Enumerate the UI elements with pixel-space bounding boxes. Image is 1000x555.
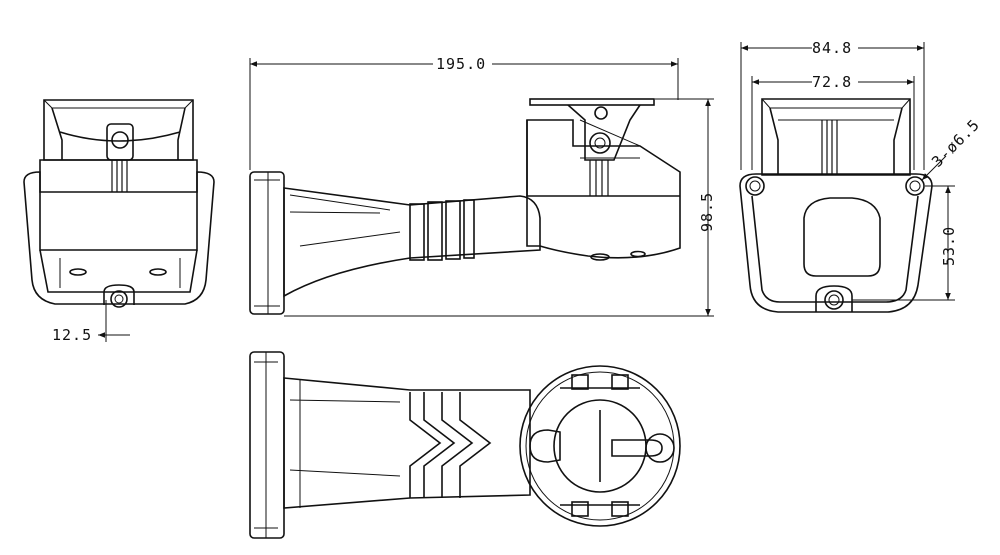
center-clamp bbox=[106, 123, 134, 161]
front-view: 12.5 bbox=[23, 99, 215, 344]
wall-plate bbox=[249, 171, 285, 315]
hole-spec-label: 3-ø6.5 bbox=[928, 116, 983, 171]
dim-inner-width: 72.8 bbox=[751, 73, 915, 170]
dim-hole-spec: 3-ø6.5 bbox=[921, 116, 983, 181]
top-view bbox=[249, 351, 681, 539]
round-housing bbox=[519, 365, 681, 527]
side-view: 195.0 bbox=[249, 55, 716, 317]
dim-outer-width: 84.8 bbox=[740, 39, 925, 170]
dim-overall-height: 98.5 bbox=[284, 98, 716, 317]
dim-hole-spacing: 53.0 bbox=[852, 185, 958, 301]
hole-spacing-label: 53.0 bbox=[940, 226, 958, 266]
dim-overall-length: 195.0 bbox=[249, 55, 679, 170]
arm-rings bbox=[409, 199, 475, 261]
camera-box bbox=[526, 119, 681, 261]
rear-view: 84.8 72.8 bbox=[739, 39, 983, 313]
overall-length-label: 195.0 bbox=[436, 55, 486, 73]
dim-edge-offset: 12.5 bbox=[52, 300, 130, 344]
front-mount-holes bbox=[69, 268, 167, 308]
rear-mount-holes bbox=[745, 176, 925, 312]
outer-width-label: 84.8 bbox=[812, 39, 852, 57]
edge-offset-label: 12.5 bbox=[52, 326, 92, 344]
top-arm-chevrons bbox=[409, 392, 492, 498]
swivel-mount bbox=[529, 98, 655, 161]
inner-width-label: 72.8 bbox=[812, 73, 852, 91]
overall-height-label: 98.5 bbox=[698, 192, 716, 232]
arm bbox=[283, 187, 541, 298]
